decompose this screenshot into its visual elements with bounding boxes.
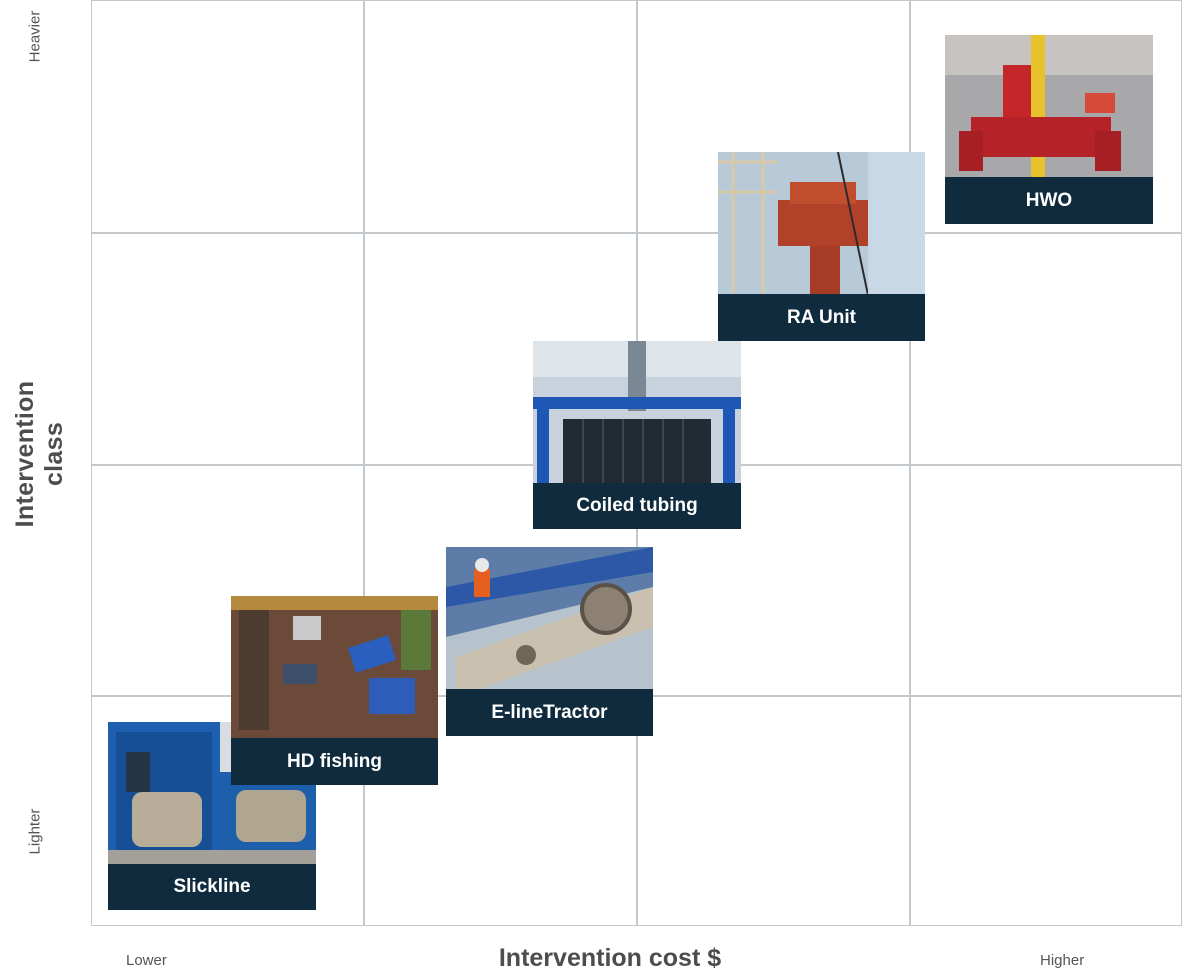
coiled-tubing-label: Coiled tubing (533, 483, 741, 529)
x-axis-high-label: Higher (1040, 952, 1085, 969)
card-ra-unit: RA Unit (718, 152, 925, 341)
y-axis-high-label: Heavier (26, 10, 44, 63)
y-axis-low-label: Lighter (26, 808, 44, 855)
card-coiled-tubing: Coiled tubing (533, 341, 741, 529)
y-axis-title: Intervention class (11, 380, 68, 528)
ra-unit-photo (718, 152, 925, 295)
hwo-photo (945, 35, 1153, 178)
hd-fishing-photo (231, 596, 438, 739)
x-axis-title: Intervention cost $ (498, 944, 722, 972)
card-hd-fishing: HD fishing (231, 596, 438, 785)
card-eline-tractor: E-lineTractor (446, 547, 653, 736)
hwo-label: HWO (945, 177, 1153, 224)
x-axis-low-label: Lower (126, 952, 167, 969)
grid-line-vertical (909, 0, 911, 926)
card-hwo: HWO (945, 35, 1153, 224)
ra-unit-label: RA Unit (718, 294, 925, 341)
eline-tractor-label: E-lineTractor (446, 689, 653, 736)
eline-tractor-photo (446, 547, 653, 690)
hd-fishing-label: HD fishing (231, 738, 438, 785)
grid-line-horizontal (91, 232, 1182, 234)
grid-line-vertical (363, 0, 365, 926)
coiled-tubing-photo (533, 341, 741, 483)
slickline-label: Slickline (108, 864, 316, 910)
